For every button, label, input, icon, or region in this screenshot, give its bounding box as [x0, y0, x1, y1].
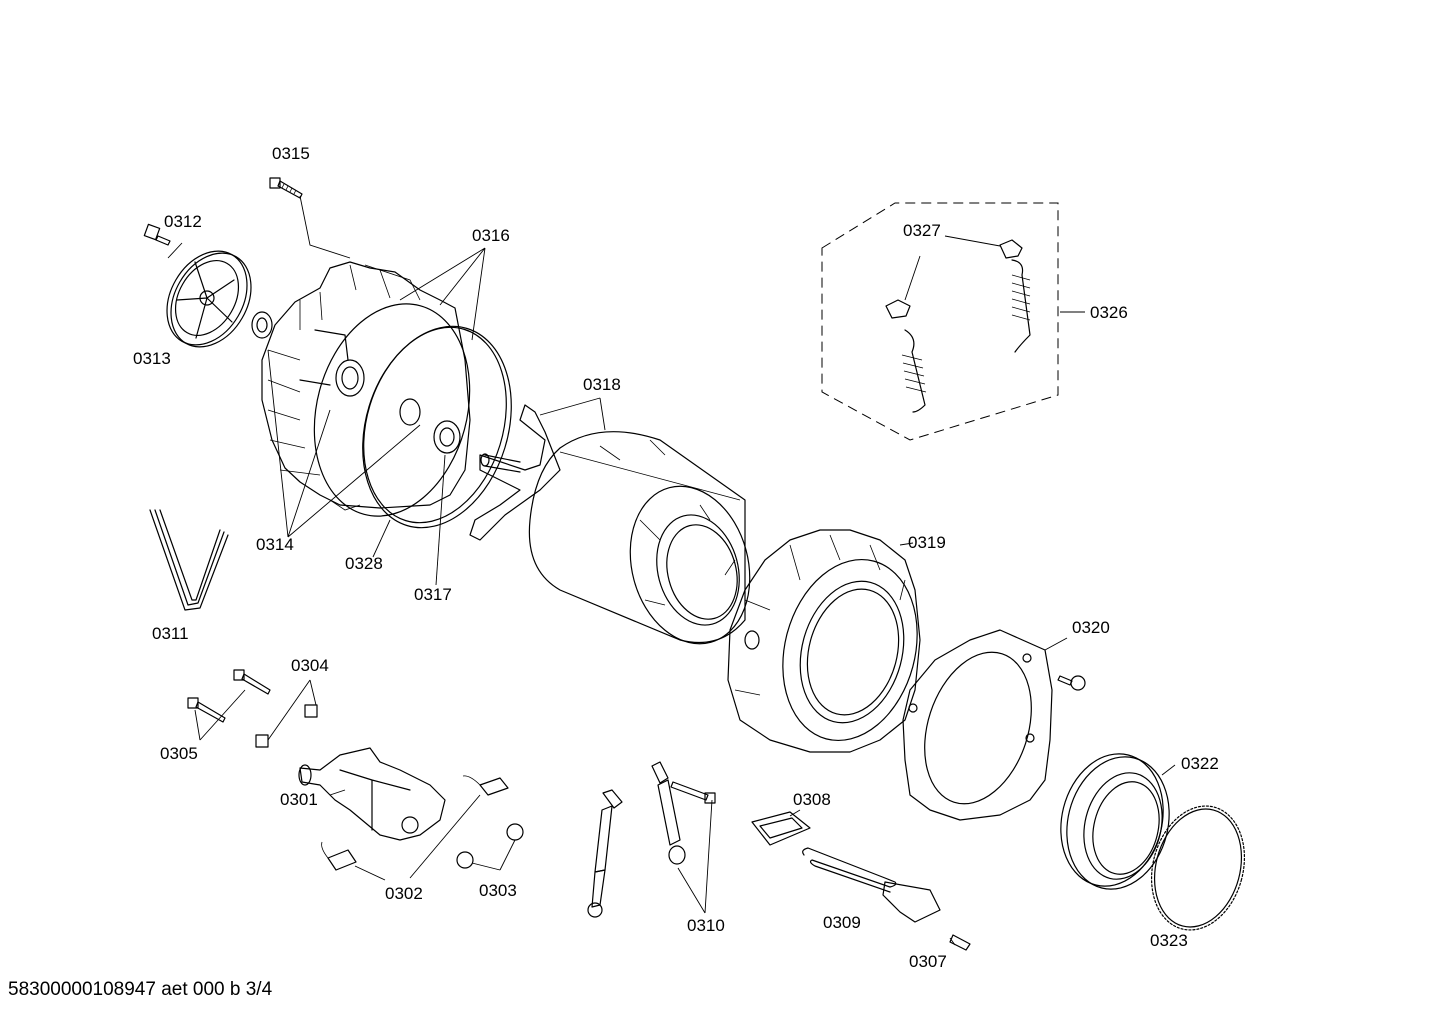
label-0317: 0317 [414, 585, 452, 604]
label-0307: 0307 [909, 952, 947, 971]
label-0322: 0322 [1181, 754, 1219, 773]
spider-0318 [469, 404, 561, 541]
label-0313: 0313 [133, 349, 171, 368]
label-0328: 0328 [345, 554, 383, 573]
label-0312: 0312 [164, 212, 202, 231]
label-0311: 0311 [152, 624, 189, 643]
screw-0315 [269, 177, 303, 199]
label-0310: 0310 [687, 916, 725, 935]
drum-0318 [528, 431, 751, 645]
label-0318: 0318 [583, 375, 621, 394]
shock-absorbers-0310 [587, 761, 716, 918]
clamp-ring-0323 [1150, 805, 1246, 931]
rear-tub-0316 [261, 261, 471, 517]
part-labels: 0315 0312 0316 0327 0326 0313 0318 0314 … [133, 144, 1219, 971]
label-0314: 0314 [256, 535, 294, 554]
bracket-0308 [751, 811, 811, 846]
leader-lines [167, 195, 1176, 946]
door-gasket-0322 [1060, 753, 1170, 890]
belt-0311 [149, 509, 229, 611]
label-0323: 0323 [1150, 931, 1188, 950]
screw-0320 [1057, 675, 1086, 691]
spring-kit-0326 [821, 202, 1059, 441]
bearing-0314 [251, 311, 273, 339]
label-0308: 0308 [793, 790, 831, 809]
label-0309: 0309 [823, 913, 861, 932]
label-0315: 0315 [272, 144, 310, 163]
screws-0305 [187, 669, 271, 723]
seal-0317 [433, 420, 461, 454]
gasket-0328 [362, 325, 512, 529]
label-0326: 0326 [1090, 303, 1128, 322]
label-0302: 0302 [385, 884, 423, 903]
label-0316: 0316 [472, 226, 510, 245]
label-0305: 0305 [160, 744, 198, 763]
screws-0304 [255, 704, 318, 748]
motor-0301 [298, 747, 446, 841]
front-tub-0319 [727, 529, 921, 753]
label-0301: 0301 [280, 790, 318, 809]
screw-0312 [143, 223, 171, 246]
label-0327: 0327 [903, 221, 941, 240]
label-0319: 0319 [908, 533, 946, 552]
label-0303: 0303 [479, 881, 517, 900]
counterweight-0320 [902, 629, 1053, 821]
label-0304: 0304 [291, 656, 329, 675]
sensor-0302 [321, 775, 509, 871]
label-0320: 0320 [1072, 618, 1110, 637]
heater-0309 [802, 847, 941, 923]
feet-0303 [456, 823, 524, 869]
pulley-0313 [166, 250, 252, 348]
document-footer-code: 58300000108947 aet 000 b 3/4 [8, 979, 273, 1000]
